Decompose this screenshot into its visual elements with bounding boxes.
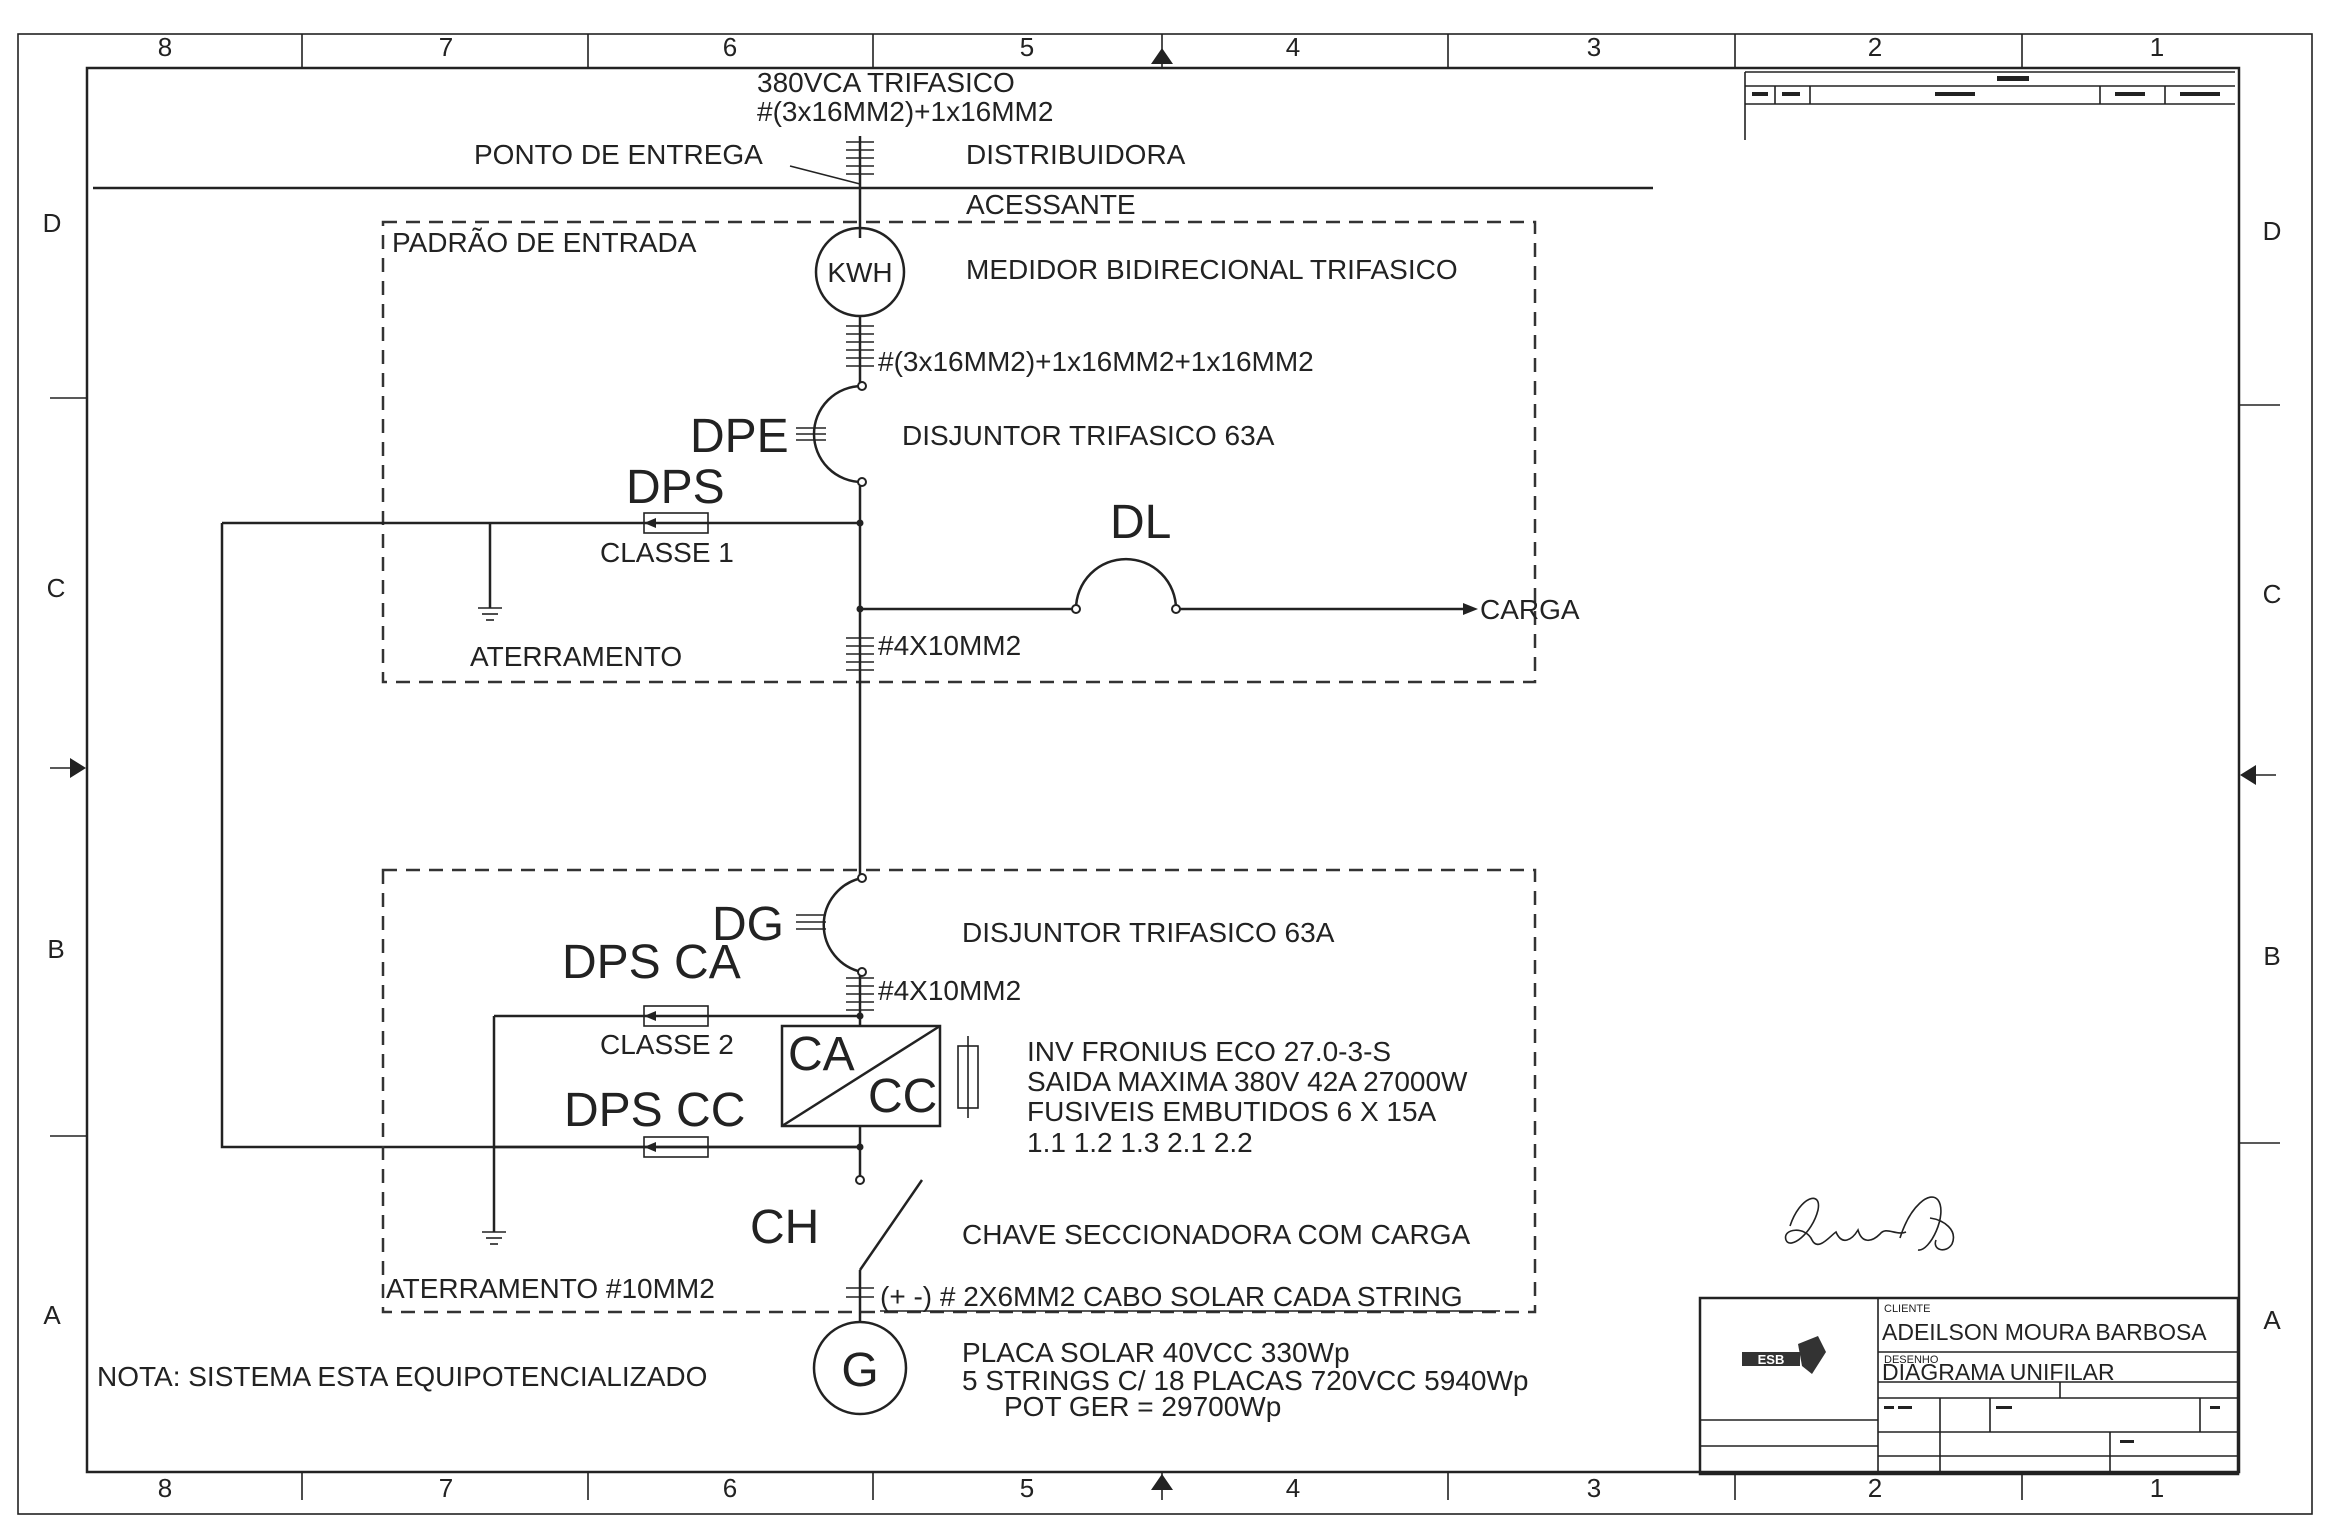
inverter-line: FUSIVEIS EMBUTIDOS 6 X 15A bbox=[1027, 1096, 1437, 1127]
column-label-bottom: 2 bbox=[1868, 1473, 1882, 1503]
generator-symbol bbox=[812, 1320, 908, 1416]
drawing-frame: 8 7 6 5 4 3 2 1 8 7 6 5 4 3 2 1 D C B A … bbox=[17, 32, 2313, 1515]
dl-breaker-symbol bbox=[1074, 557, 1178, 610]
column-label-top: 1 bbox=[2150, 32, 2164, 62]
generation-grounding-label: ATERRAMENTO #10MM2 bbox=[386, 1273, 715, 1304]
left-center-arrow-icon bbox=[70, 758, 86, 778]
generation-panel-border bbox=[381, 868, 1537, 1314]
row-label-left: D bbox=[43, 208, 62, 238]
dps-class-label: CLASSE 1 bbox=[600, 537, 734, 568]
entry-panel: PADRÃO DE ENTRADA KWH MEDIDOR BIDIRECION… bbox=[222, 220, 1580, 878]
logo-text: ESB bbox=[1758, 1352, 1785, 1367]
column-label-bottom: 4 bbox=[1286, 1473, 1300, 1503]
bottom-center-arrow-icon bbox=[1151, 1474, 1173, 1490]
entry-panel-border bbox=[381, 220, 1537, 684]
title-block: CLIENTE ADEILSON MOURA BARBOSA DESENHO D… bbox=[1698, 1296, 2240, 1476]
right-center-arrow-icon bbox=[2240, 765, 2256, 785]
distributor-label: DISTRIBUIDORA bbox=[966, 139, 1186, 170]
client-name: ADEILSON MOURA BARBOSA bbox=[1882, 1319, 2207, 1345]
dpe-tag: DPE bbox=[690, 410, 789, 463]
row-label-left: C bbox=[47, 573, 66, 603]
cable-ticks-icon bbox=[846, 977, 874, 1011]
column-label-bottom: 5 bbox=[1020, 1473, 1034, 1503]
dg-breaker-symbol bbox=[822, 876, 863, 974]
row-label-left: A bbox=[43, 1300, 61, 1330]
meter-symbol-text: KWH bbox=[827, 257, 892, 288]
inverter-ac-cable-label: #4X10MM2 bbox=[878, 975, 1021, 1006]
row-label-right: D bbox=[2263, 216, 2282, 246]
cable-ticks-icon bbox=[846, 1287, 874, 1298]
dps-cc-tag: DPS CC bbox=[564, 1084, 745, 1137]
supply-cable: #(3x16MM2)+1x16MM2 bbox=[757, 96, 1053, 127]
dg-label: DISJUNTOR TRIFASICO 63A bbox=[962, 917, 1335, 948]
load-arrow-icon bbox=[1463, 603, 1478, 615]
ground-icon bbox=[482, 1231, 506, 1245]
utility-supply: 380VCA TRIFASICO #(3x16MM2)+1x16MM2 PONT… bbox=[93, 67, 1653, 238]
inverter-dc-text: CC bbox=[868, 1070, 937, 1123]
drawing-caption: DESENHO bbox=[1884, 1354, 1939, 1366]
ground-icon bbox=[478, 607, 502, 621]
dps-tag: DPS bbox=[626, 461, 725, 514]
cable-ticks-icon bbox=[846, 141, 874, 175]
dg-tag: DG bbox=[712, 898, 784, 951]
column-label-top: 5 bbox=[1020, 32, 1034, 62]
supply-voltage: 380VCA TRIFASICO bbox=[757, 67, 1015, 98]
inverter-line: INV FRONIUS ECO 27.0-3-S bbox=[1027, 1036, 1391, 1067]
accessing-label: ACESSANTE bbox=[966, 189, 1136, 220]
column-label-bottom: 3 bbox=[1587, 1473, 1601, 1503]
inverter-line: SAIDA MAXIMA 380V 42A 27000W bbox=[1027, 1066, 1468, 1097]
generator-symbol-text: G bbox=[841, 1344, 878, 1397]
column-label-bottom: 7 bbox=[439, 1473, 453, 1503]
dpe-label: DISJUNTOR TRIFASICO 63A bbox=[902, 420, 1275, 451]
load-switch-symbol bbox=[858, 1179, 924, 1271]
delivery-point-label: PONTO DE ENTREGA bbox=[474, 139, 763, 170]
column-label-top: 3 bbox=[1587, 32, 1601, 62]
signature-image bbox=[1784, 1196, 1955, 1251]
row-label-right: C bbox=[2263, 579, 2282, 609]
generator-line: POT GER = 29700Wp bbox=[1004, 1391, 1281, 1422]
entry-panel-title: PADRÃO DE ENTRADA bbox=[392, 227, 697, 258]
switch-label: CHAVE SECCIONADORA COM CARGA bbox=[962, 1219, 1471, 1250]
inverter-ac-text: CA bbox=[788, 1028, 855, 1081]
switch-tag: CH bbox=[750, 1201, 819, 1254]
column-label-bottom: 6 bbox=[723, 1473, 737, 1503]
string-cable-label: (+ -) # 2X6MM2 CABO SOLAR CADA STRING bbox=[880, 1281, 1463, 1312]
revision-block bbox=[1744, 71, 2235, 140]
breaker-ticks-icon bbox=[796, 914, 826, 930]
row-label-right: A bbox=[2263, 1305, 2281, 1335]
load-label: CARGA bbox=[1480, 594, 1580, 625]
column-label-top: 2 bbox=[1868, 32, 1882, 62]
top-center-arrow-icon bbox=[1151, 48, 1173, 64]
column-label-top: 7 bbox=[439, 32, 453, 62]
column-label-top: 8 bbox=[158, 32, 172, 62]
meter-label: MEDIDOR BIDIRECIONAL TRIFASICO bbox=[966, 254, 1458, 285]
generation-panel: DG DISJUNTOR TRIFASICO 63A #4X10MM2 DPS … bbox=[381, 868, 1537, 1322]
row-label-left: B bbox=[47, 934, 64, 964]
equipotential-loop bbox=[220, 523, 860, 1149]
drawing-name: DIAGRAMA UNIFILAR bbox=[1882, 1359, 2115, 1385]
row-label-right: B bbox=[2263, 941, 2280, 971]
column-label-bottom: 8 bbox=[158, 1473, 172, 1503]
cable-ticks-icon bbox=[846, 325, 874, 367]
inverter-line: 1.1 1.2 1.3 2.1 2.2 bbox=[1027, 1127, 1253, 1158]
generator-line: 5 STRINGS C/ 18 PLACAS 720VCC 5940Wp bbox=[962, 1365, 1528, 1396]
breaker-ticks-icon bbox=[796, 427, 826, 441]
entry-out-cable-label: #4X10MM2 bbox=[878, 630, 1021, 661]
client-caption: CLIENTE bbox=[1884, 1303, 1930, 1315]
equipotential-note: NOTA: SISTEMA ESTA EQUIPOTENCIALIZADO bbox=[97, 1361, 707, 1392]
column-label-top: 4 bbox=[1286, 32, 1300, 62]
dl-tag: DL bbox=[1110, 496, 1171, 549]
company-logo: ESB bbox=[1742, 1336, 1826, 1374]
column-label-bottom: 1 bbox=[2150, 1473, 2164, 1503]
dps-ca-tag: DPS CA bbox=[562, 936, 741, 989]
pv-generator: G PLACA SOLAR 40VCC 330Wp 5 STRINGS C/ 1… bbox=[812, 1320, 1528, 1422]
column-label-top: 6 bbox=[723, 32, 737, 62]
generator-line: PLACA SOLAR 40VCC 330Wp bbox=[962, 1337, 1350, 1368]
grounding-label: ATERRAMENTO bbox=[470, 641, 682, 672]
meter-cable-label: #(3x16MM2)+1x16MM2+1x16MM2 bbox=[878, 346, 1314, 377]
fuse-icon bbox=[957, 1036, 979, 1118]
dps-ca-class-label: CLASSE 2 bbox=[600, 1029, 734, 1060]
cable-ticks-icon bbox=[846, 637, 874, 671]
